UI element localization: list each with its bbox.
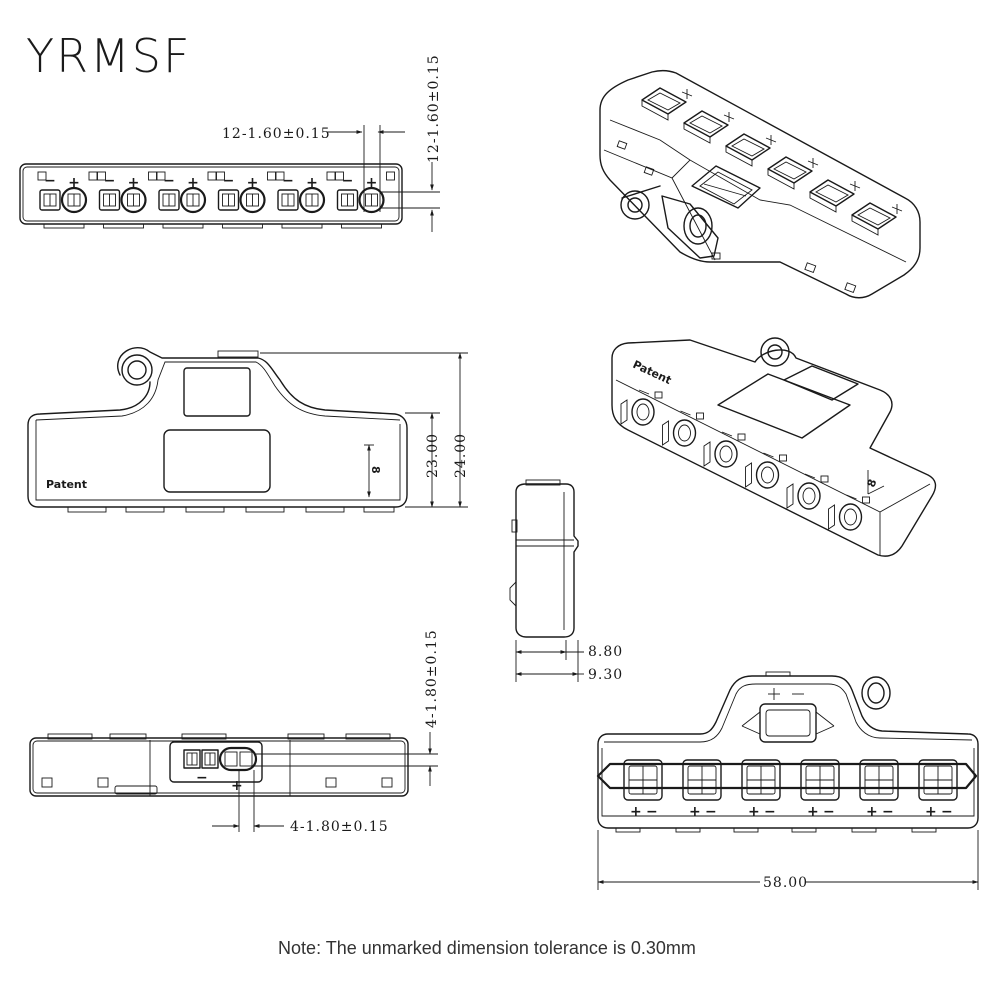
iso-top-socket — [809, 179, 861, 213]
front-polarity-plus: + — [866, 804, 878, 820]
view-iso-top — [599, 69, 921, 299]
iso-eight-label: 8 — [865, 477, 880, 489]
iso-bottom-socket — [745, 452, 787, 489]
polarity-plus: + — [128, 175, 140, 191]
view-iso-bottom: Patent 8 — [611, 337, 937, 557]
dim-height-23: 23.00 — [425, 433, 441, 478]
front-center-socket — [741, 703, 835, 743]
patent-label: Patent — [46, 478, 87, 491]
iso-bottom-socket — [620, 389, 663, 426]
dim-depth-930: 9.30 — [588, 667, 623, 683]
top-socket-row: −+−+−+−+−+−+ — [37, 171, 395, 229]
top-socket-pair: −+ — [156, 171, 217, 229]
brand-logo: YRMSF — [26, 29, 191, 83]
view-side-profile: 8.80 9.30 — [509, 479, 623, 683]
front-socket: +− — [682, 759, 722, 820]
dim-width-58: 58.00 — [763, 875, 808, 891]
dim-side-height: 4-1.80±0.15 — [424, 629, 440, 728]
front-polarity-plus: + — [630, 804, 642, 820]
iso-top-socket — [641, 87, 693, 121]
front-socket: +− — [859, 759, 899, 820]
side-plus: + — [231, 778, 243, 794]
iso-patent-label: Patent — [631, 358, 674, 387]
iso-bottom-socket — [828, 494, 870, 531]
front-socket: +− — [623, 759, 663, 820]
view-top-front: −+−+−+−+−+−+ 12-1.60±0.15 12-1.60±0.15 — [19, 54, 442, 232]
plan-bottom-feet — [67, 506, 395, 513]
side-minus: − — [196, 770, 208, 786]
iso-top-socket — [683, 110, 735, 144]
view-plan: Patent 8 23.00 24.00 — [27, 347, 469, 513]
iso-top-socket — [851, 202, 903, 236]
front-socket: +− — [800, 759, 840, 820]
dim-depth-880: 8.80 — [588, 644, 623, 660]
front-polarity-plus: + — [689, 804, 701, 820]
view-front-width: +−+−+−+−+−+− 58.00 — [596, 671, 979, 891]
dim-top-height: 12-1.60±0.15 — [426, 54, 442, 163]
tolerance-note: Note: The unmarked dimension tolerance i… — [278, 938, 696, 958]
dim-top-pitch: 12-1.60±0.15 — [222, 126, 331, 142]
iso-top-socket — [767, 156, 819, 190]
iso-top-center-socket — [691, 165, 761, 209]
dim-height-24: 24.00 — [453, 433, 469, 478]
top-socket-pair: −+ — [275, 171, 336, 229]
front-polarity-plus: + — [925, 804, 937, 820]
front-polarity-minus: − — [823, 804, 835, 820]
polarity-minus: − — [282, 173, 294, 189]
front-polarity-minus: − — [764, 804, 776, 820]
front-polarity-minus: − — [646, 804, 658, 820]
side-socket-pair — [183, 746, 258, 772]
polarity-minus: − — [104, 173, 116, 189]
polarity-plus: + — [306, 175, 318, 191]
top-socket-pair: −+ — [216, 171, 276, 229]
front-polarity-minus: − — [941, 804, 953, 820]
iso-top-socket-row — [641, 87, 903, 236]
iso-bottom-socket — [786, 473, 829, 510]
front-polarity-plus: + — [807, 804, 819, 820]
iso-bottom-socket-row — [620, 389, 870, 531]
polarity-minus: − — [44, 173, 56, 189]
polarity-plus: + — [68, 175, 80, 191]
front-socket-row: +−+−+−+−+−+− — [623, 759, 958, 820]
polarity-minus: − — [223, 173, 235, 189]
iso-top-socket — [725, 133, 777, 167]
polarity-plus: + — [366, 175, 378, 191]
polarity-plus: + — [187, 175, 199, 191]
iso-bottom-socket — [703, 431, 746, 468]
front-polarity-plus: + — [748, 804, 760, 820]
front-feet — [615, 827, 937, 833]
dim-side-pitch: 4-1.80±0.15 — [290, 819, 389, 835]
top-socket-pair: −+ — [37, 171, 98, 229]
iso-bottom-socket — [662, 410, 704, 447]
top-socket-pair: −+ — [97, 171, 157, 229]
polarity-minus: − — [163, 173, 175, 189]
front-polarity-minus: − — [882, 804, 894, 820]
polarity-minus: − — [342, 173, 354, 189]
front-socket: +− — [918, 759, 958, 820]
front-socket: +− — [741, 759, 781, 820]
plan-eight-label: 8 — [369, 466, 382, 474]
front-polarity-minus: − — [705, 804, 717, 820]
polarity-plus: + — [247, 175, 259, 191]
top-socket-pair: −+ — [335, 171, 395, 229]
view-bottom-front: − + 4-1.80±0.15 4-1.80±0.15 — [29, 629, 440, 835]
